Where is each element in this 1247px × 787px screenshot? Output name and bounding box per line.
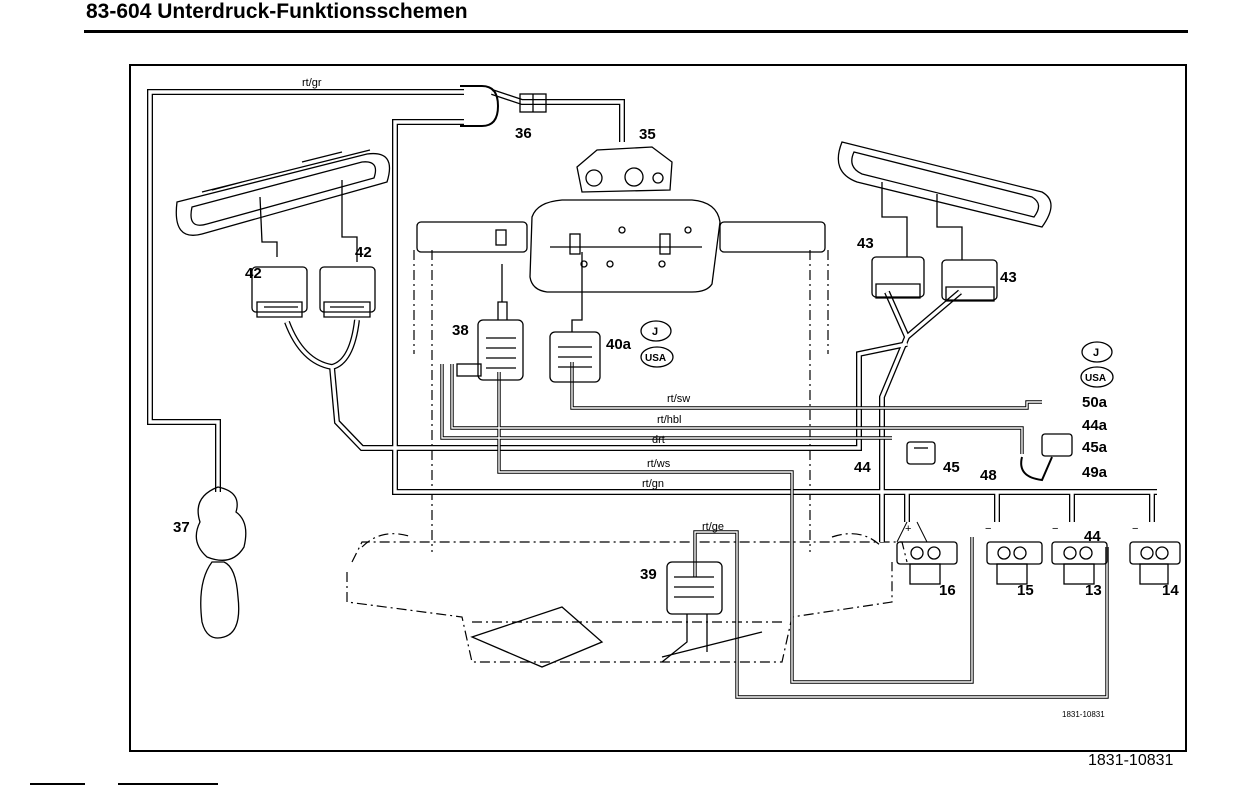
label-13: 13 [1085,582,1102,599]
switch-valve-15 [986,541,1043,585]
wire-label-drt: drt [652,434,665,446]
label-49a: 49a [1082,464,1108,481]
diagram-canvas: rt/gr rt/sw rt/hbl drt rt/ws rt/gn rt/ge… [147,77,1181,719]
label-16: 16 [939,582,956,599]
valve-sign-14: − [1132,523,1138,535]
label-35: 35 [639,126,656,143]
label-36: 36 [515,125,532,142]
label-43-left: 43 [857,235,874,252]
intake-housing-43 [837,141,1052,260]
label-50a: 50a [1082,394,1108,411]
wire-label-rt-ge: rt/ge [702,521,724,533]
valve-sign-16: + [905,523,911,535]
badge-usa-center: USA [645,353,666,364]
actuator-38 [456,264,524,381]
switch-valve-14 [1129,541,1181,585]
label-44: 44 [854,459,871,476]
title-divider [84,30,1188,33]
scan-artifact [30,783,218,785]
wire-label-rt-gr: rt/gr [302,77,322,89]
wire-label-rt-sw: rt/sw [667,393,690,405]
reservoir-37 [195,486,247,639]
wire-label-rt-gn: rt/gn [642,478,664,490]
label-44a: 44a [1082,417,1108,434]
label-37: 37 [173,519,190,536]
vacuum-unit-43-right [941,259,998,302]
wire-label-rt-ws: rt/ws [647,458,671,470]
label-44-lower: 44 [1084,528,1101,545]
check-valve-36 [519,93,547,113]
page-title: 83-604 Unterdruck-Funktionsschemen [86,0,468,23]
vacuum-diagram: rt/gr rt/sw rt/hbl drt rt/ws rt/gn rt/ge… [129,64,1187,752]
label-15: 15 [1017,582,1034,599]
label-42-right: 42 [355,244,372,261]
badge-j-right: J [1093,347,1099,359]
region-badges [640,320,1114,388]
vacuum-unit-42-right [319,266,376,318]
valve-sign-15: − [985,523,991,535]
label-48: 48 [980,467,997,484]
figure-number: 1831-10831 [1088,752,1174,769]
badge-j-center: J [652,326,658,338]
switch-valve-16 [896,521,958,585]
label-45a: 45a [1082,439,1108,456]
vacuum-unit-43-left [871,256,925,299]
inner-figure-ref: 1831-10831 [1062,710,1105,719]
label-14: 14 [1162,582,1179,599]
label-40a: 40a [606,336,632,353]
label-45: 45 [943,459,960,476]
chassis-outline [346,250,908,663]
intake-housing-42 [175,149,391,262]
wire-label-rt-hbl: rt/hbl [657,414,681,426]
label-43-right: 43 [1000,269,1017,286]
signal-lines [440,362,1109,699]
valve-sign-13: − [1052,523,1058,535]
label-42-left: 42 [245,265,262,282]
vacuum-unit-42-left [251,266,308,318]
label-38: 38 [452,322,469,339]
valve-45a [1041,433,1073,457]
badge-usa-right: USA [1085,373,1106,384]
bracket-35 [576,146,673,193]
switch-valve-13 [1051,541,1108,585]
actuator-40a [549,252,601,383]
label-39: 39 [640,566,657,583]
air-cleaner [416,199,826,293]
valve-45 [906,441,936,465]
y-connector [460,85,500,127]
actuator-39 [470,561,763,668]
hose-49a [1020,456,1053,482]
